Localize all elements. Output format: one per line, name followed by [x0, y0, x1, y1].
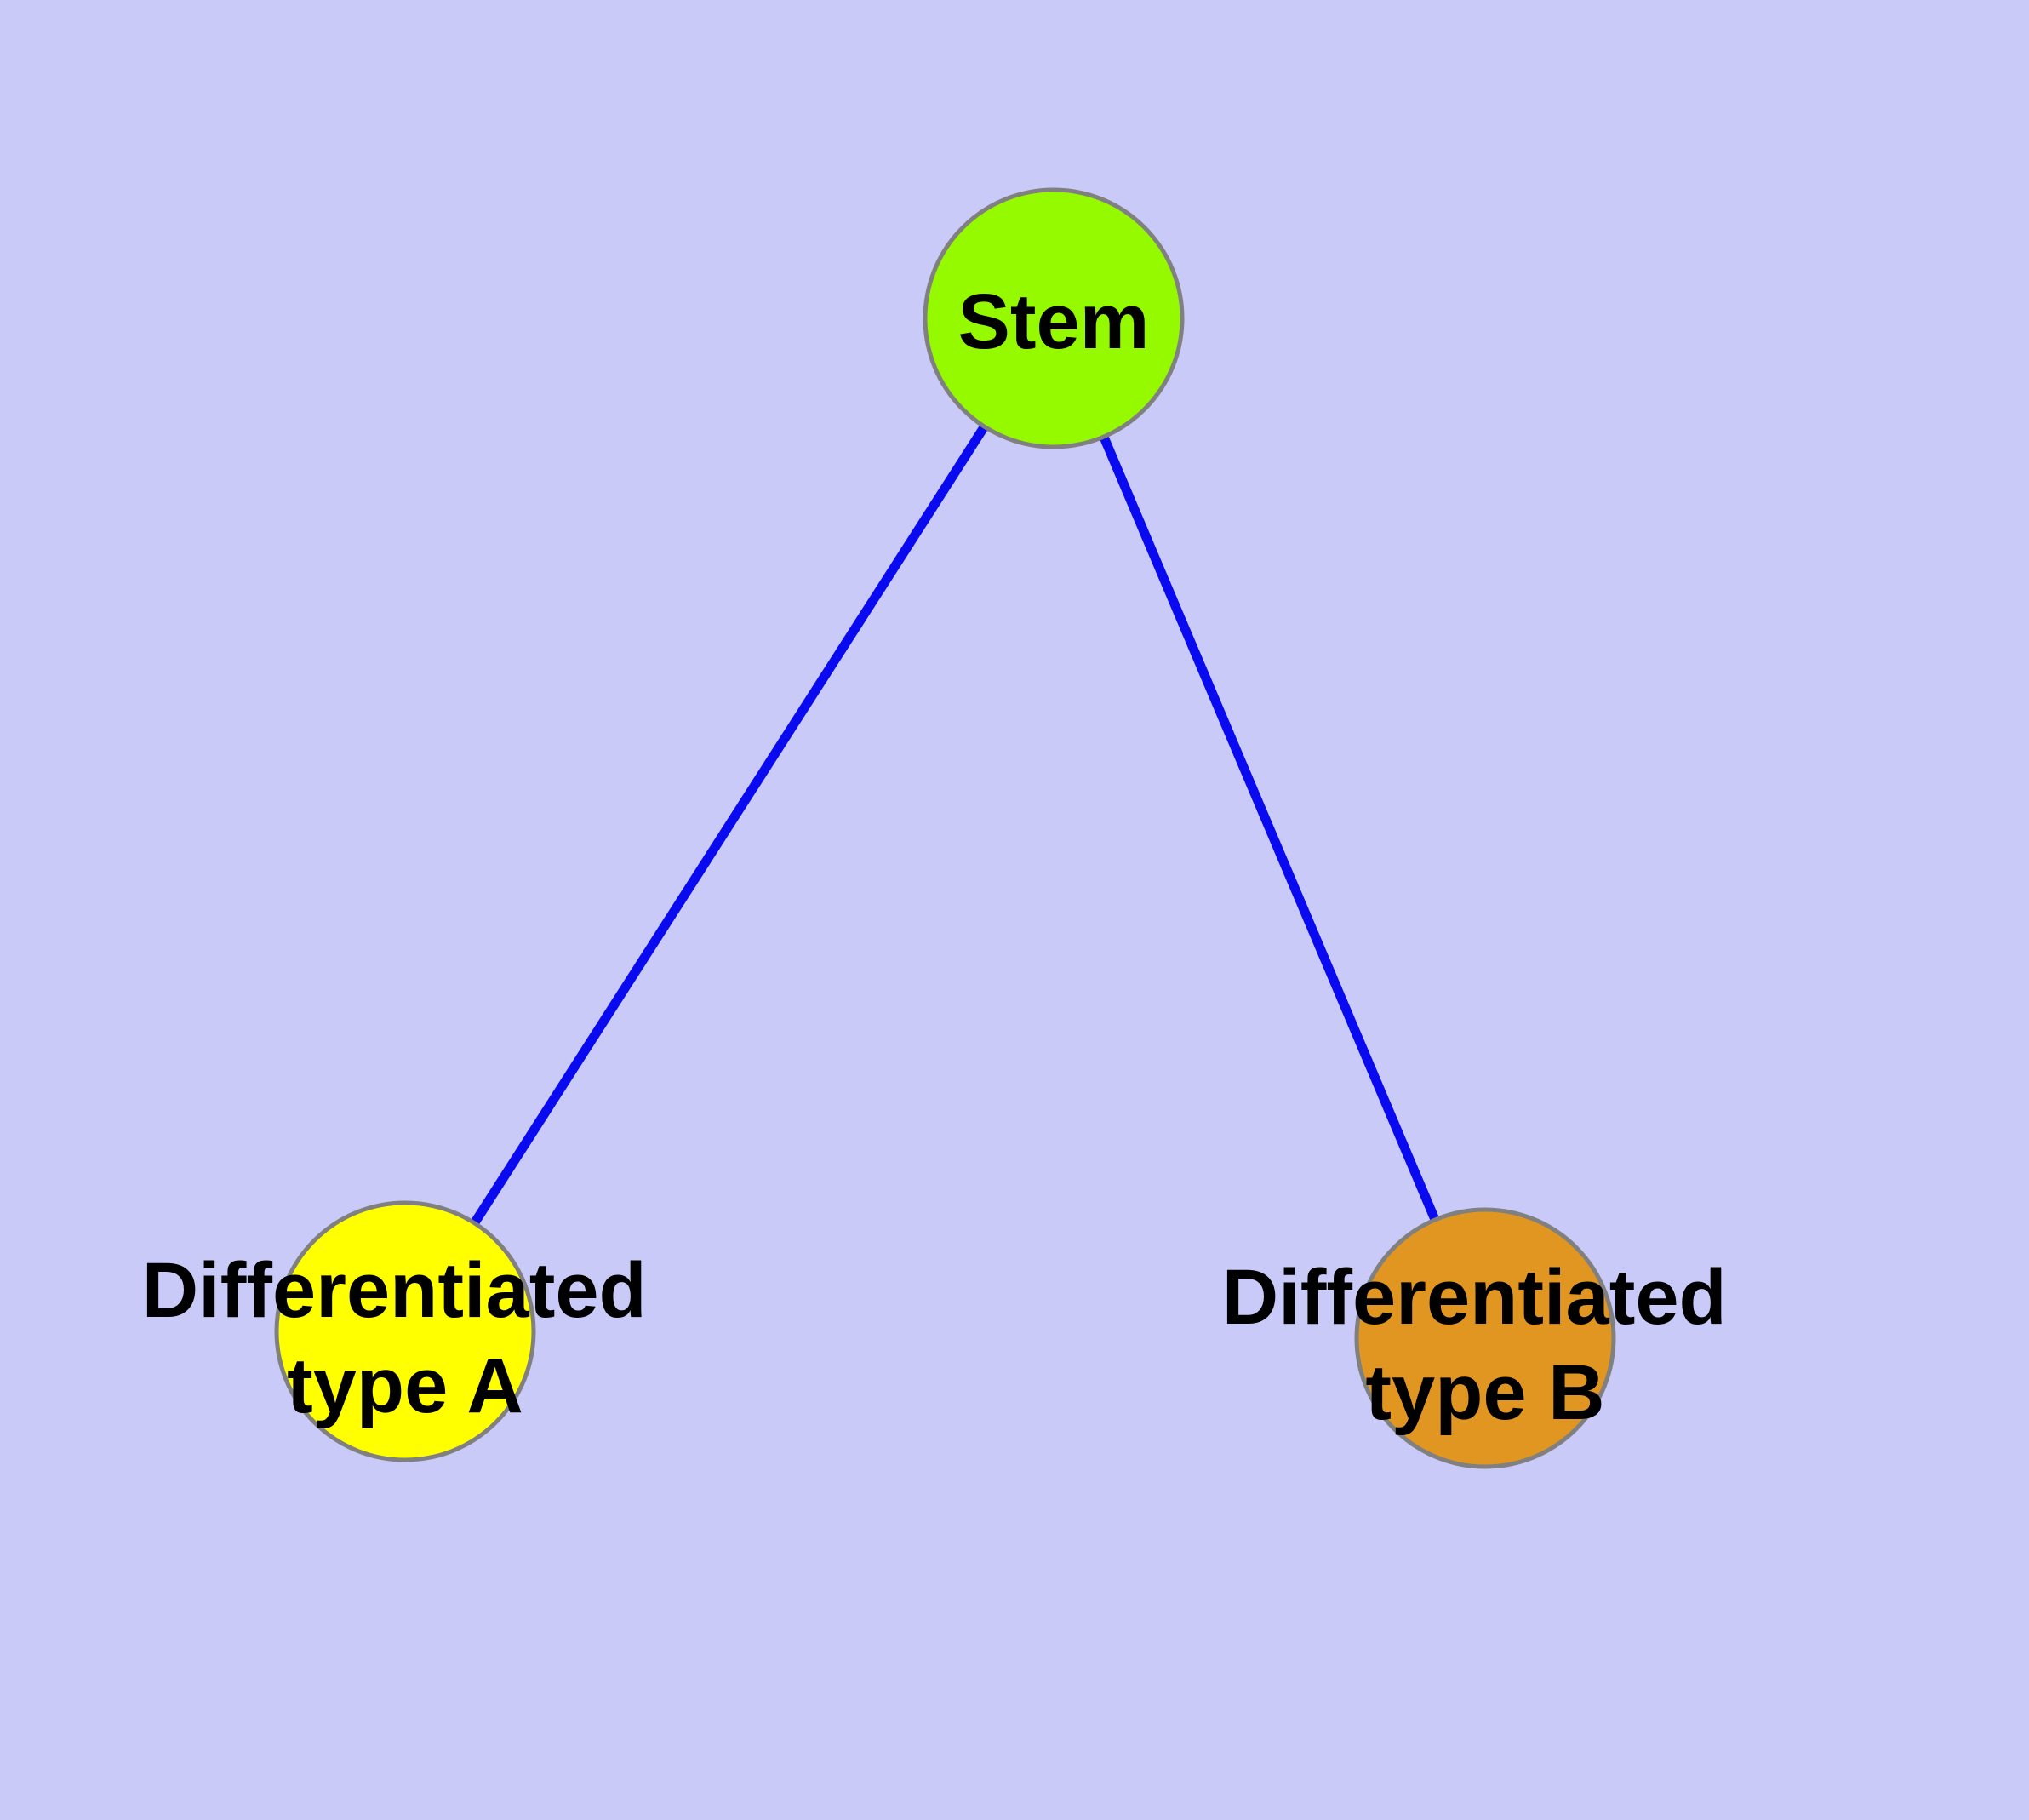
node-stem-label: Stem	[958, 278, 1150, 365]
edge-stem-to-type-a	[401, 316, 1058, 1334]
node-differentiated-type-a-label: Differentiated type A	[142, 1247, 669, 1429]
node-stem	[923, 187, 1185, 449]
label-line: Differentiated	[142, 1247, 647, 1334]
node-differentiated-type-b-label: Differentiated type B	[1222, 1254, 1749, 1436]
node-differentiated-type-b	[1354, 1207, 1616, 1469]
label-line: type A	[287, 1342, 523, 1429]
edge-stem-to-type-b	[1049, 316, 1490, 1341]
label-line: Differentiated	[1222, 1254, 1727, 1341]
label-line: type B	[1365, 1349, 1604, 1436]
node-differentiated-type-a	[274, 1200, 536, 1462]
